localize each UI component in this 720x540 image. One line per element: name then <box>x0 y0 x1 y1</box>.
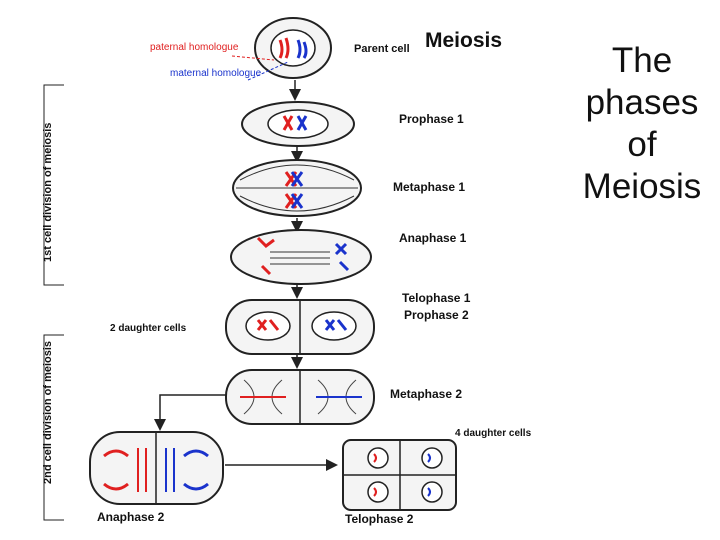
anaphase2-label: Anaphase 2 <box>97 510 165 524</box>
anaphase1-cell <box>230 229 372 285</box>
parent-cell-label: Parent cell <box>354 43 410 55</box>
prophase2-label: Prophase 2 <box>404 308 469 322</box>
side-brackets <box>43 84 64 521</box>
daughter-cells-4-label: 4 daughter cells <box>455 428 532 439</box>
prophase1-cell <box>241 101 355 147</box>
telophase1-cells <box>225 299 375 355</box>
anaphase1-label: Anaphase 1 <box>399 231 467 245</box>
paternal-label: paternal homologue <box>150 42 239 53</box>
metaphase1-cell <box>232 159 362 217</box>
telophase2-cells <box>342 439 457 511</box>
telophase1-label: Telophase 1 <box>402 291 471 305</box>
flow-arrows <box>154 80 338 471</box>
prophase1-label: Prophase 1 <box>399 112 464 126</box>
side-label-2nd-division: 2nd cell division of meiosis <box>42 341 54 484</box>
slide-title: The phases of Meiosis <box>582 41 702 206</box>
anaphase2-cells <box>89 431 224 505</box>
side-label-1st-division: 1st cell division of meiosis <box>42 123 54 262</box>
metaphase2-cells <box>225 369 375 425</box>
daughter-cells-2-label: 2 daughter cells <box>110 323 187 334</box>
parent-cell <box>254 17 332 79</box>
metaphase1-label: Metaphase 1 <box>393 180 465 194</box>
metaphase2-label: Metaphase 2 <box>390 387 462 401</box>
telophase2-label: Telophase 2 <box>345 512 414 526</box>
maternal-label: maternal homologue <box>170 68 262 79</box>
diagram-heading: Meiosis <box>425 29 502 52</box>
